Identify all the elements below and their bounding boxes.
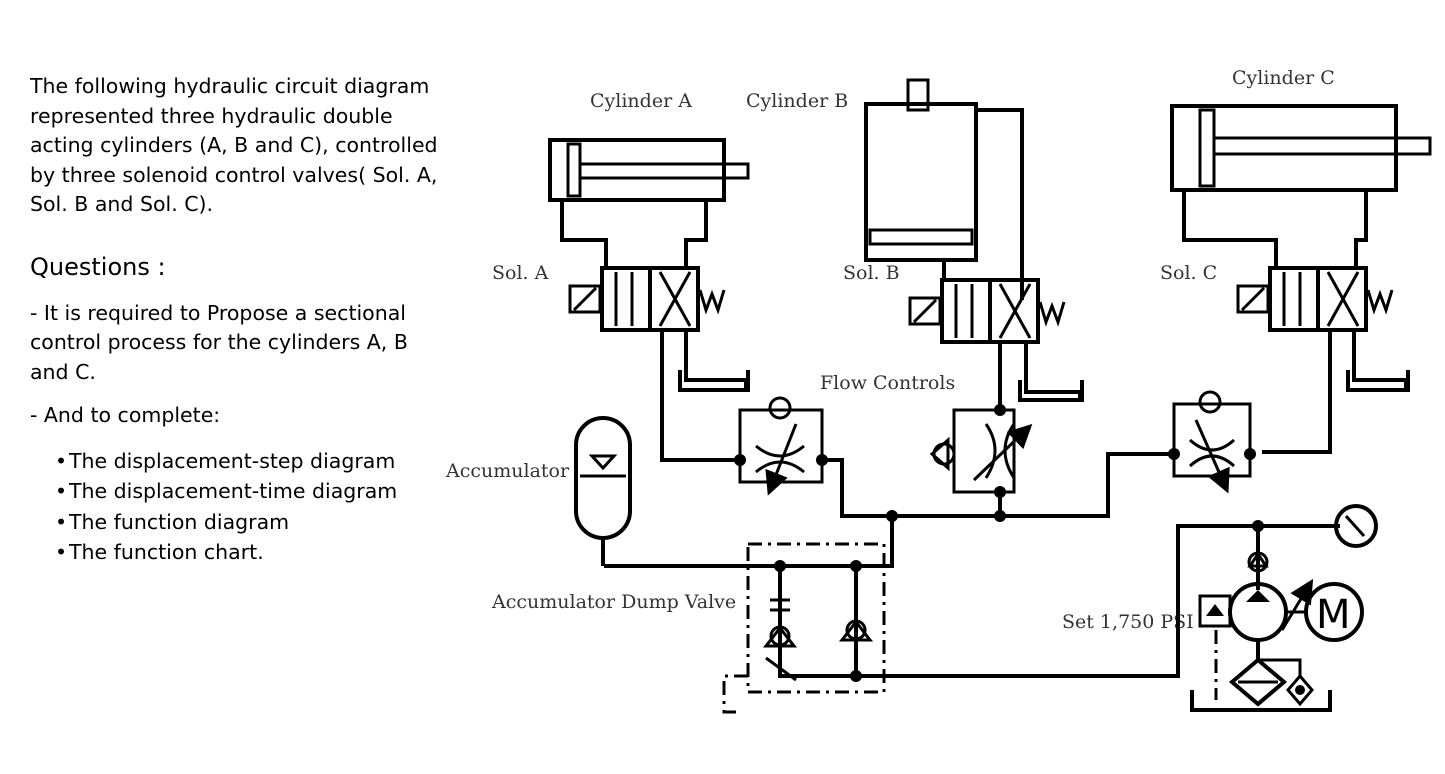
intro-paragraph: The following hydraulic circuit diagram … (30, 74, 438, 216)
task-list: The displacement-step diagram The displa… (30, 447, 450, 568)
pressure-lines (604, 510, 1340, 682)
filter-icon (1228, 657, 1288, 707)
sol-c-valve (1236, 266, 1408, 454)
dump-valve-label: Accumulator Dump Valve (491, 591, 736, 613)
questions-title: Questions : (30, 252, 166, 281)
accumulator-label: Accumulator (445, 460, 570, 482)
tank-symbols (678, 370, 1410, 402)
cylinder-c (1170, 104, 1432, 268)
sol-c-label: Sol. C (1160, 262, 1217, 284)
cylinder-c-label: Cylinder C (1232, 67, 1335, 89)
flow-control-1 (734, 396, 1000, 518)
cylinder-a (548, 138, 750, 268)
accumulator (574, 416, 632, 566)
sol-b-valve (908, 278, 1082, 410)
dump-valve (722, 542, 886, 714)
motor-icon (1304, 582, 1364, 642)
list-item: The function diagram (30, 508, 450, 538)
flow-control-2 (929, 404, 1033, 522)
cylinder-a-label: Cylinder A (590, 90, 692, 112)
sol-a-label: Sol. A (492, 262, 549, 284)
sol-b-label: Sol. B (843, 262, 900, 284)
sol-a-valve (568, 266, 748, 462)
cylinder-b (864, 78, 1024, 300)
list-item: The displacement-step diagram (30, 447, 450, 477)
flow-control-3 (1000, 390, 1256, 518)
pressure-gauge-icon (1334, 504, 1378, 548)
question-text: The following hydraulic circuit diagram … (30, 72, 450, 569)
svg-text:M: M (1316, 592, 1351, 638)
cylinder-b-label: Cylinder B (746, 90, 848, 112)
complete-intro: - And to complete: (30, 403, 221, 427)
list-item: The displacement-time diagram (30, 477, 450, 507)
list-item: The function chart. (30, 538, 450, 568)
requirement-paragraph: - It is required to Propose a sectional … (30, 300, 408, 384)
set-pressure-label: Set 1,750 PSI (1062, 611, 1194, 633)
power-unit: M (1190, 504, 1378, 712)
flow-controls-label: Flow Controls (820, 372, 955, 394)
hydraulic-circuit-diagram: Cylinder A Cylinder B Cylinder C Sol. A … (445, 67, 1432, 714)
